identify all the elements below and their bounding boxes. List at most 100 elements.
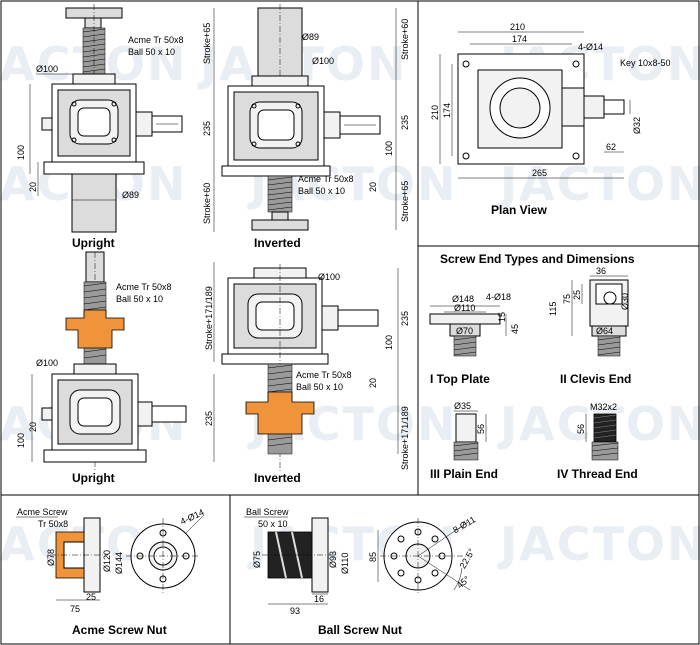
mounting-base <box>43 449 147 463</box>
caption-inverted: Inverted <box>254 471 301 485</box>
dim-holes: 4-Ø14 <box>578 42 603 52</box>
ball-screw-nut-panel: Ball Screw 50 x 10 Ø75 Ø93 Ø110 16 93 85… <box>244 507 477 637</box>
dim-64: Ø64 <box>596 326 613 336</box>
dim-56: 56 <box>476 424 486 434</box>
dim-235: 235 <box>400 311 410 326</box>
dim-32: Ø32 <box>632 117 642 134</box>
dim-110: Ø110 <box>340 553 350 574</box>
dim-stroke-bottom: Stroke+65 <box>400 181 410 222</box>
dim-30: Ø30 <box>620 293 630 310</box>
dim-20: 20 <box>368 378 378 388</box>
ball-nut-thread: 50 x 10 <box>258 519 288 529</box>
screw-label-acme: Acme Tr 50x8 <box>298 174 354 184</box>
dim-flange-diameter: Ø100 <box>36 64 58 74</box>
dim-70: Ø70 <box>456 326 473 336</box>
dim-100: 100 <box>16 433 26 448</box>
dim-56: 56 <box>576 424 586 434</box>
dim-stroke: Stroke+171/189 <box>400 406 410 470</box>
screw-label-ball: Ball 50 x 10 <box>298 186 345 196</box>
dim-20: 20 <box>28 422 38 432</box>
dim-75: 75 <box>562 294 572 304</box>
dim-holes: 4-Ø14 <box>179 507 206 527</box>
dim-stroke-bottom: Stroke+60 <box>202 183 212 224</box>
plan-view: 210 174 4-Ø14 Key 10x8-50 210 174 Ø32 62… <box>430 22 671 217</box>
top-plate-end: Ø148 Ø110 4-Ø18 Ø70 15 45 I Top Plate <box>429 292 520 386</box>
dim-235: 235 <box>204 411 214 426</box>
dim-flange-diameter: Ø100 <box>318 272 340 282</box>
protective-tube <box>71 173 117 233</box>
dim-holes: 4-Ø18 <box>486 292 511 302</box>
dim-angle-45: 45° <box>455 574 472 591</box>
acme-screw-nut-panel: Acme Screw Tr 50x8 Ø78 Ø120 Ø144 25 75 4… <box>16 507 205 637</box>
dim-62: 62 <box>606 142 616 152</box>
acme-nut <box>65 309 125 349</box>
plain-end: Ø35 56 III Plain End <box>430 401 498 481</box>
upright-bottom-view: Acme Tr 50x8 Ball 50 x 10 Ø100 Stroke+17… <box>16 251 215 485</box>
caption-upright: Upright <box>72 236 115 250</box>
watermark-text: JACTON <box>497 517 700 571</box>
screw-end-types: Screw End Types and Dimensions Ø148 Ø110… <box>429 252 638 481</box>
dim-key: Key 10x8-50 <box>620 58 671 68</box>
watermark-text: JACTON <box>497 157 700 211</box>
caption-clevis-end: II Clevis End <box>560 372 631 386</box>
dim-265: 265 <box>532 168 547 178</box>
dim-20: 20 <box>368 182 378 192</box>
caption-plan-view: Plan View <box>491 203 547 217</box>
key-shaft <box>603 99 625 115</box>
caption-inverted: Inverted <box>254 236 301 250</box>
dim-148: Ø148 <box>452 294 474 304</box>
dim-93: Ø93 <box>328 551 338 568</box>
dim-16: 16 <box>314 594 324 604</box>
input-shaft <box>151 405 187 423</box>
top-plate <box>251 219 309 231</box>
dim-120: Ø120 <box>102 550 112 572</box>
dim-78: Ø78 <box>46 549 56 566</box>
dim-m32: M32x2 <box>590 402 617 412</box>
dim-25: 25 <box>86 592 96 602</box>
dim-stroke-top: Stroke+60 <box>400 19 410 60</box>
dim-angle-22-5: 22.5° <box>458 547 477 571</box>
inverted-top-view: Ø89 Ø100 Acme Tr 50x8 Ball 50 x 10 235 1… <box>221 4 410 250</box>
dim-110: Ø110 <box>454 303 475 313</box>
dim-tube-diameter: Ø89 <box>302 32 319 42</box>
dim-115: 115 <box>548 302 558 316</box>
dim-100: 100 <box>16 145 26 160</box>
dim-flange-diameter: Ø100 <box>312 56 334 66</box>
dim-174-side: 174 <box>442 103 452 118</box>
dim-174-top: 174 <box>512 34 527 44</box>
dim-100: 100 <box>384 141 394 156</box>
dim-stroke: Stroke+171/189 <box>204 286 214 350</box>
caption-upright: Upright <box>72 471 115 485</box>
dim-93-width: 93 <box>290 606 300 616</box>
upright-top-view: Acme Tr 50x8 Ball 50 x 10 Ø100 Ø89 100 2… <box>16 4 215 250</box>
dim-235: 235 <box>400 115 410 130</box>
screw-label-acme: Acme Tr 50x8 <box>128 35 184 45</box>
screw-label-ball: Ball 50 x 10 <box>128 47 175 57</box>
dim-85: 85 <box>368 552 378 562</box>
dim-75: Ø75 <box>252 551 262 568</box>
screw-ends-title: Screw End Types and Dimensions <box>440 252 635 266</box>
mounting-base <box>221 353 329 365</box>
dim-stroke-top: Stroke+65 <box>202 23 212 64</box>
caption-plain-end: III Plain End <box>430 467 498 481</box>
dim-35: Ø35 <box>454 401 471 411</box>
caption-ball-screw-nut: Ball Screw Nut <box>318 623 402 637</box>
clevis-end: 36 25 75 115 Ø30 Ø64 II Clevis End <box>548 266 631 386</box>
mounting-base <box>43 161 145 175</box>
caption-acme-screw-nut: Acme Screw Nut <box>72 623 167 637</box>
dim-25: 25 <box>572 290 582 300</box>
dim-15: 15 <box>497 312 507 322</box>
acme-nut-thread: Tr 50x8 <box>38 519 68 529</box>
screw-label-acme: Acme Tr 50x8 <box>116 282 172 292</box>
dim-210-side: 210 <box>430 105 440 120</box>
thread-end: M32x2 56 IV Thread End <box>557 402 638 481</box>
input-shaft <box>337 309 379 327</box>
caption-top-plate: I Top Plate <box>430 372 490 386</box>
ball-nut-label: Ball Screw <box>246 507 289 517</box>
dim-75: 75 <box>70 604 80 614</box>
screw-label-ball: Ball 50 x 10 <box>296 382 343 392</box>
dim-20: 20 <box>28 182 38 192</box>
dim-flange-diameter: Ø100 <box>36 358 58 368</box>
dim-36: 36 <box>596 266 606 276</box>
